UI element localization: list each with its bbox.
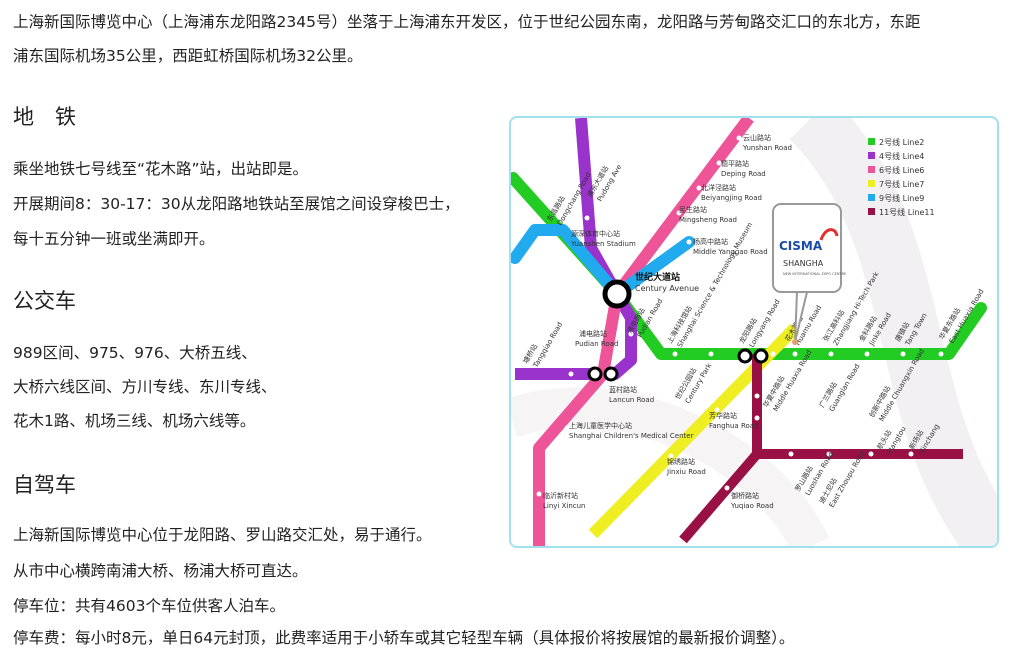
station-linyi-en: Linyi Xincun [543,502,586,510]
station-deping-cn: 德平路站 [721,159,749,168]
station-jinxiu-cn: 锦绣路站 [667,457,695,466]
metro-line-2: 开展期间8：30-17：30从龙阳路地铁站至展馆之间设穿梭巴士， [13,195,460,213]
drive-line-1: 上海新国际博览中心位于龙阳路、罗山路交汇处，易于通行。 [13,526,432,544]
station-linyi-cn: 临沂新村站 [543,491,578,500]
map-background-swirl [789,118,997,546]
station-beiyangjing-en: Beiyangjing Road [701,194,762,202]
station-lancun-cn: 蓝村路站 [609,385,637,394]
interchange-circle-2[interactable] [603,366,619,382]
century-avenue-interchange[interactable] [602,279,632,309]
line9-path [511,224,695,300]
bus-heading: 公交车 [13,289,76,313]
interchange-circle-1[interactable] [587,366,603,382]
interchange-circle-4[interactable] [753,348,769,364]
station-fanghua-cn: 芳华路站 [709,411,737,420]
drive-line-2: 从市中心横跨南浦大桥、杨浦大桥可直达。 [13,562,308,580]
station-minsheng-cn: 民生路站 [679,205,707,214]
drive-line-3: 停车位：共有4603个车位供客人泊车。 [13,597,285,615]
station-children-cn: 上海儿童医学中心站 [569,421,632,430]
station-yuanshen-en: Yuanshen Stadium [570,240,636,248]
metro-line-3: 每十五分钟一班或坐满即开。 [13,230,215,248]
map-legend: 2号线 Line2 4号线 Line4 6号线 Line6 7号线 Line7 … [868,137,935,217]
legend-label-line4: 4号线 Line4 [879,151,924,161]
line6-path [533,118,754,546]
interchange-circle-3[interactable] [737,348,753,364]
intro-line-2: 浦东国际机场35公里，西距虹桥国际机场32公里。 [13,47,363,65]
legend-swatch-line7 [868,180,875,187]
hub-label-cn: 世纪大道站 [635,271,680,283]
hub-label-en: Century Avenue [635,284,699,293]
metro-map-svg: 世纪大道站 Century Avenue 云山路站 Yunshan Road 德… [511,118,997,546]
legend-label-line9: 9号线 Line9 [879,193,924,203]
station-beiyangjing-cn: 北洋泾路站 [701,183,736,192]
legend-label-line2: 2号线 Line2 [879,137,924,147]
venue-sub: NEW INTERNATIONAL EXPO CENTRE [783,272,846,276]
intro-line-1: 上海新国际博览中心（上海浦东龙阳路2345号）坐落于上海浦东开发区，位于世纪公园… [13,13,921,31]
bus-line-2: 大桥六线区间、方川专线、东川专线、 [13,378,277,396]
legend-label-line11: 11号线 Line11 [879,207,935,217]
station-minsheng-en: Mingsheng Road [679,216,737,224]
station-yanggao-cn: 杨高中路站 [693,237,728,246]
station-pudian-en: Pudian Road [575,340,618,348]
legend-swatch-line9 [868,194,875,201]
station-deping-en: Deping Road [721,170,766,178]
bus-line-1: 989区间、975、976、大桥五线、 [13,344,257,362]
venue-marker[interactable]: CISMA SHANGHA NEW INTERNATIONAL EXPO CEN… [772,203,846,343]
drive-line-4: 停车费：每小时8元，单日64元封顶，此费率适用于小轿车或其它轻型车辆（具体报价将… [13,629,795,647]
drive-heading: 自驾车 [13,473,76,497]
station-yuanshen-cn: 源深体育中心站 [571,229,620,238]
venue-marker-pointer [794,291,809,343]
venue-logo-swoosh-icon [819,228,839,241]
bus-line-3: 花木1路、机场三线、机场六线等。 [13,412,256,430]
legend-swatch-line4 [868,152,875,159]
metro-heading: 地 铁 [13,105,76,129]
station-yanggao-en: Middle Yanggao Road [693,248,768,256]
legend-swatch-line6 [868,166,875,173]
station-jinxiu-en: Jinxiu Road [666,468,706,476]
station-fanghua-en: Fanghua Road [709,422,759,430]
legend-label-line6: 6号线 Line6 [879,165,924,175]
venue-city: SHANGHA [783,259,824,268]
venue-logo: CISMA [779,239,823,253]
station-pudian-cn: 浦电路站 [579,329,607,338]
station-children-en: Shanghai Children's Medical Center [569,432,694,440]
station-yuqiao-cn: 御桥路站 [731,491,759,500]
metro-map: 世纪大道站 Century Avenue 云山路站 Yunshan Road 德… [509,116,999,548]
station-dots [536,135,944,497]
station-yunshan-cn: 云山路站 [743,133,771,142]
station-yuqiao-en: Yuqiao Road [730,502,774,510]
station-yunshan-en: Yunshan Road [742,144,792,152]
legend-label-line7: 7号线 Line7 [879,179,924,189]
station-lancun-en: Lancun Road [609,396,654,404]
legend-swatch-line11 [868,208,875,215]
legend-swatch-line2 [868,138,875,145]
venue-location-dot [792,339,798,345]
metro-line-1: 乘坐地铁七号线至“花木路”站，出站即是。 [13,160,309,178]
